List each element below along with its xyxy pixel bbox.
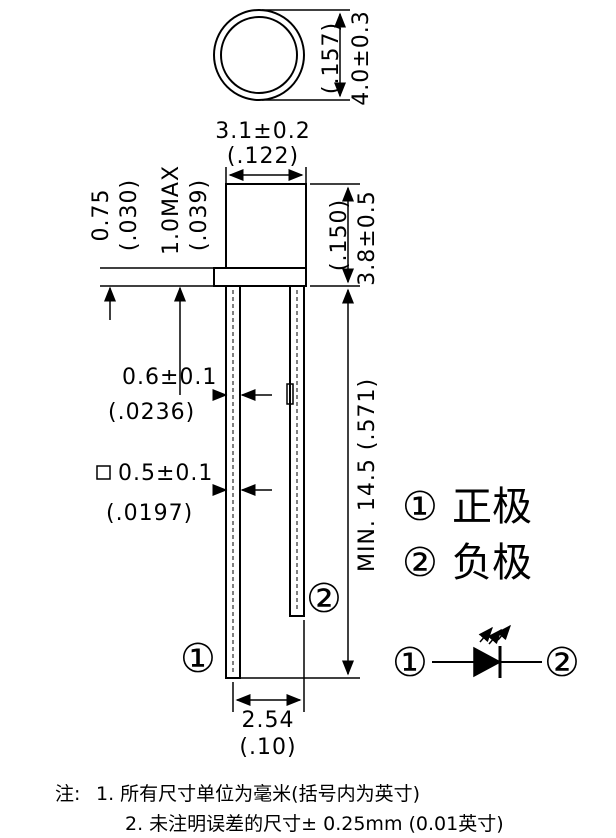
lead-pin2 — [289, 285, 305, 617]
led-body — [213, 167, 307, 287]
body-height-mm-text: 3.8±0.5 — [355, 190, 380, 285]
schematic-pin1-marker: ① — [392, 640, 428, 686]
lead-thick-in-text: (.0236) — [108, 400, 195, 425]
body-height-in-text: (.150) — [327, 199, 352, 271]
body-height-dimension — [310, 183, 360, 287]
flange-max-mm-text: 1.0MAX — [159, 165, 184, 255]
lead-thick-mm-text: 0.6±0.1 — [122, 365, 217, 390]
lead-square-in-text: (.0197) — [106, 501, 193, 526]
note-prefix: 注: — [55, 783, 80, 805]
square-symbol — [96, 465, 111, 480]
flange-mm-text: 0.75 — [89, 189, 114, 242]
top-view — [213, 9, 350, 101]
body-rect — [225, 183, 307, 269]
body-width-in-text: (.122) — [227, 144, 299, 169]
leads — [225, 285, 305, 679]
flange-dimension — [100, 267, 214, 395]
lead-length-text: MIN. 14.5 (.571) — [355, 378, 380, 572]
pitch-mm-text: 2.54 — [242, 708, 295, 733]
flange-in-text: (.030) — [117, 179, 142, 251]
body-width-mm-text: 3.1±0.2 — [215, 119, 310, 144]
diode-triangle — [473, 646, 502, 678]
diameter-in-text: (.157) — [319, 22, 344, 94]
schematic-pin2-marker: ② — [544, 640, 580, 686]
pin1-marker: ① — [180, 636, 216, 682]
lead-pin1 — [225, 285, 241, 679]
top-view-outer-circle — [213, 9, 305, 101]
lead-length-dimension — [240, 288, 360, 679]
note-line1: 1. 所有尺寸单位为毫米(括号内为英寸) — [96, 783, 420, 805]
led-schematic — [432, 624, 542, 678]
pin2-marker: ② — [306, 576, 342, 622]
flange-rect — [213, 267, 307, 287]
pitch-dimension — [232, 620, 305, 712]
flange-max-in-text: (.039) — [187, 179, 212, 251]
diameter-mm-text: 4.0±0.3 — [349, 10, 374, 105]
cathode-label: 负极 — [452, 540, 532, 586]
legend-pin1-marker: ① — [402, 484, 438, 530]
legend-pin2-marker: ② — [402, 540, 438, 586]
anode-label: 正极 — [452, 484, 532, 530]
note-line2: 2. 未注明误差的尺寸± 0.25mm (0.01英寸) — [125, 813, 504, 835]
lead-square-mm-text: 0.5±0.1 — [118, 461, 213, 486]
lead-thickness-arrows — [212, 389, 272, 496]
pitch-in-text: (.10) — [239, 735, 296, 760]
top-view-inner-circle — [220, 16, 298, 94]
